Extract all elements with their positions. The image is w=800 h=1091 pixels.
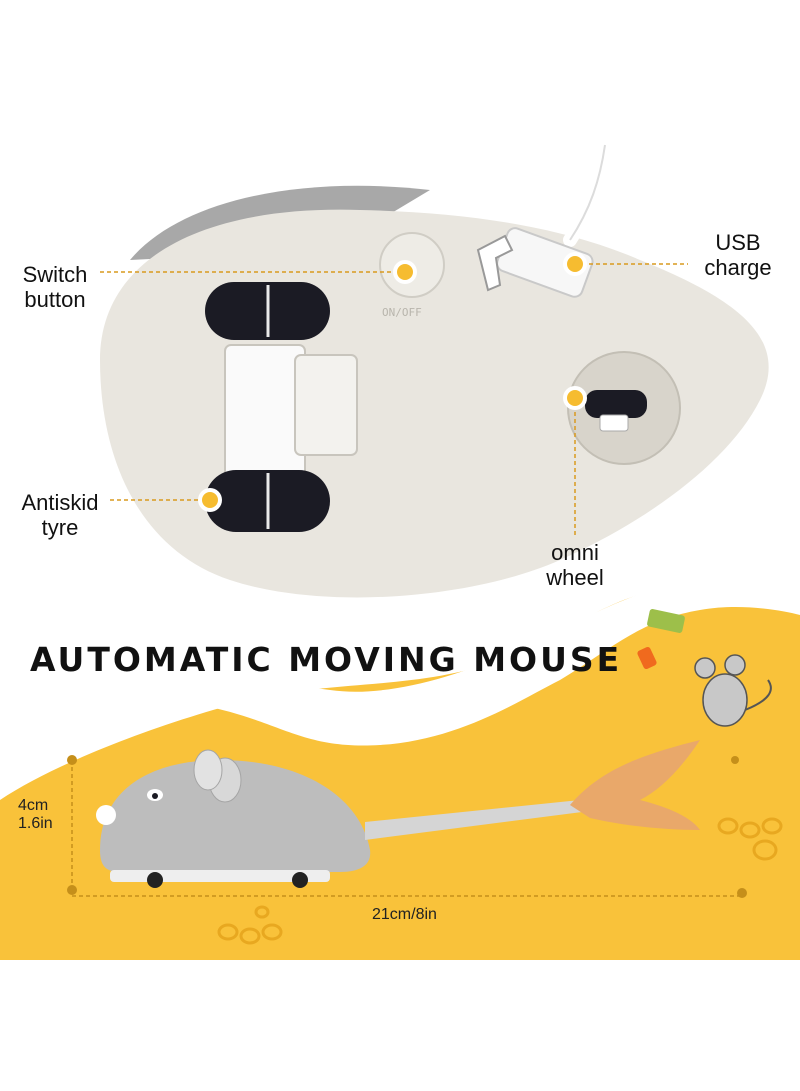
callout-usb-charge: USB charge: [704, 230, 772, 280]
callout-dot-icon: [198, 252, 587, 512]
usb-port-bracket: [476, 234, 514, 292]
paw-decoration-icon: [217, 817, 783, 945]
height-dimension: 4cm 1.6in: [18, 797, 53, 832]
switch-marking: ON/OFF: [382, 306, 422, 319]
length-dimension: 21cm/8in: [372, 906, 437, 923]
omni-wheel: [585, 390, 647, 418]
drive-axle-block: [294, 354, 358, 456]
orange-tag-icon: [637, 646, 657, 670]
callout-antiskid-tyre: Antiskid tyre: [21, 490, 99, 540]
cartoon-mouse-icon: [694, 654, 772, 727]
drive-chassis: [224, 344, 306, 481]
usb-cable: [563, 138, 612, 247]
callout-omni-wheel: omni wheel: [546, 540, 604, 590]
green-tag-icon: [647, 609, 685, 633]
paw-marker-icon: [67, 755, 747, 898]
plush-mouse-photo: [96, 740, 700, 888]
white-swoosh-cutout: [0, 571, 800, 746]
callout-switch-button: Switch button: [22, 262, 88, 312]
product-title: AUTOMATIC MOVING MOUSE: [30, 640, 623, 679]
